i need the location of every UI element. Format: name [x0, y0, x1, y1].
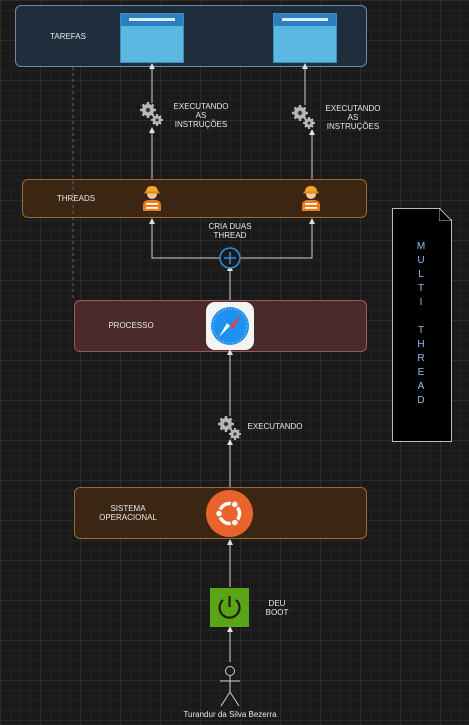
- sistema-label: SISTEMA OPERACIONAL: [99, 504, 157, 522]
- gears-icon-right: [292, 105, 315, 129]
- exec-right-label: EXECUTANDO AS INSTRUÇÕES: [325, 104, 381, 131]
- threads-label: THREADS: [56, 194, 96, 203]
- worker-icon-left: [143, 186, 161, 211]
- tarefas-label: TAREFAS: [50, 32, 86, 41]
- executando-label: EXECUTANDO: [247, 422, 303, 431]
- gears-icon-center: [218, 416, 241, 440]
- task-window-right: [273, 13, 337, 63]
- arrow-plus-to-thread-left: [149, 218, 220, 259]
- actor-icon: [220, 666, 240, 707]
- multi-thread-text: M U L T I T H R E A D: [416, 241, 428, 406]
- note-fold: [439, 208, 452, 221]
- task-window-left: [120, 13, 184, 63]
- multi-thread-note: [392, 208, 452, 442]
- arrow-plus-to-thread-right: [240, 218, 315, 259]
- exec-left-label: EXECUTANDO AS INSTRUÇÕES: [173, 102, 229, 129]
- actor-label: Turandur da Silva Bezerra: [183, 710, 277, 719]
- gears-icon-left: [140, 102, 163, 126]
- processo-label: PROCESSO: [108, 321, 154, 330]
- compass-icon: [206, 302, 254, 350]
- ubuntu-icon: [206, 490, 253, 537]
- plus-icon: [219, 247, 241, 269]
- boot-label: DEU BOOT: [265, 599, 289, 617]
- power-icon: [210, 588, 249, 627]
- worker-icon-right: [302, 186, 320, 211]
- cria-label: CRIA DUAS THREAD: [208, 222, 252, 240]
